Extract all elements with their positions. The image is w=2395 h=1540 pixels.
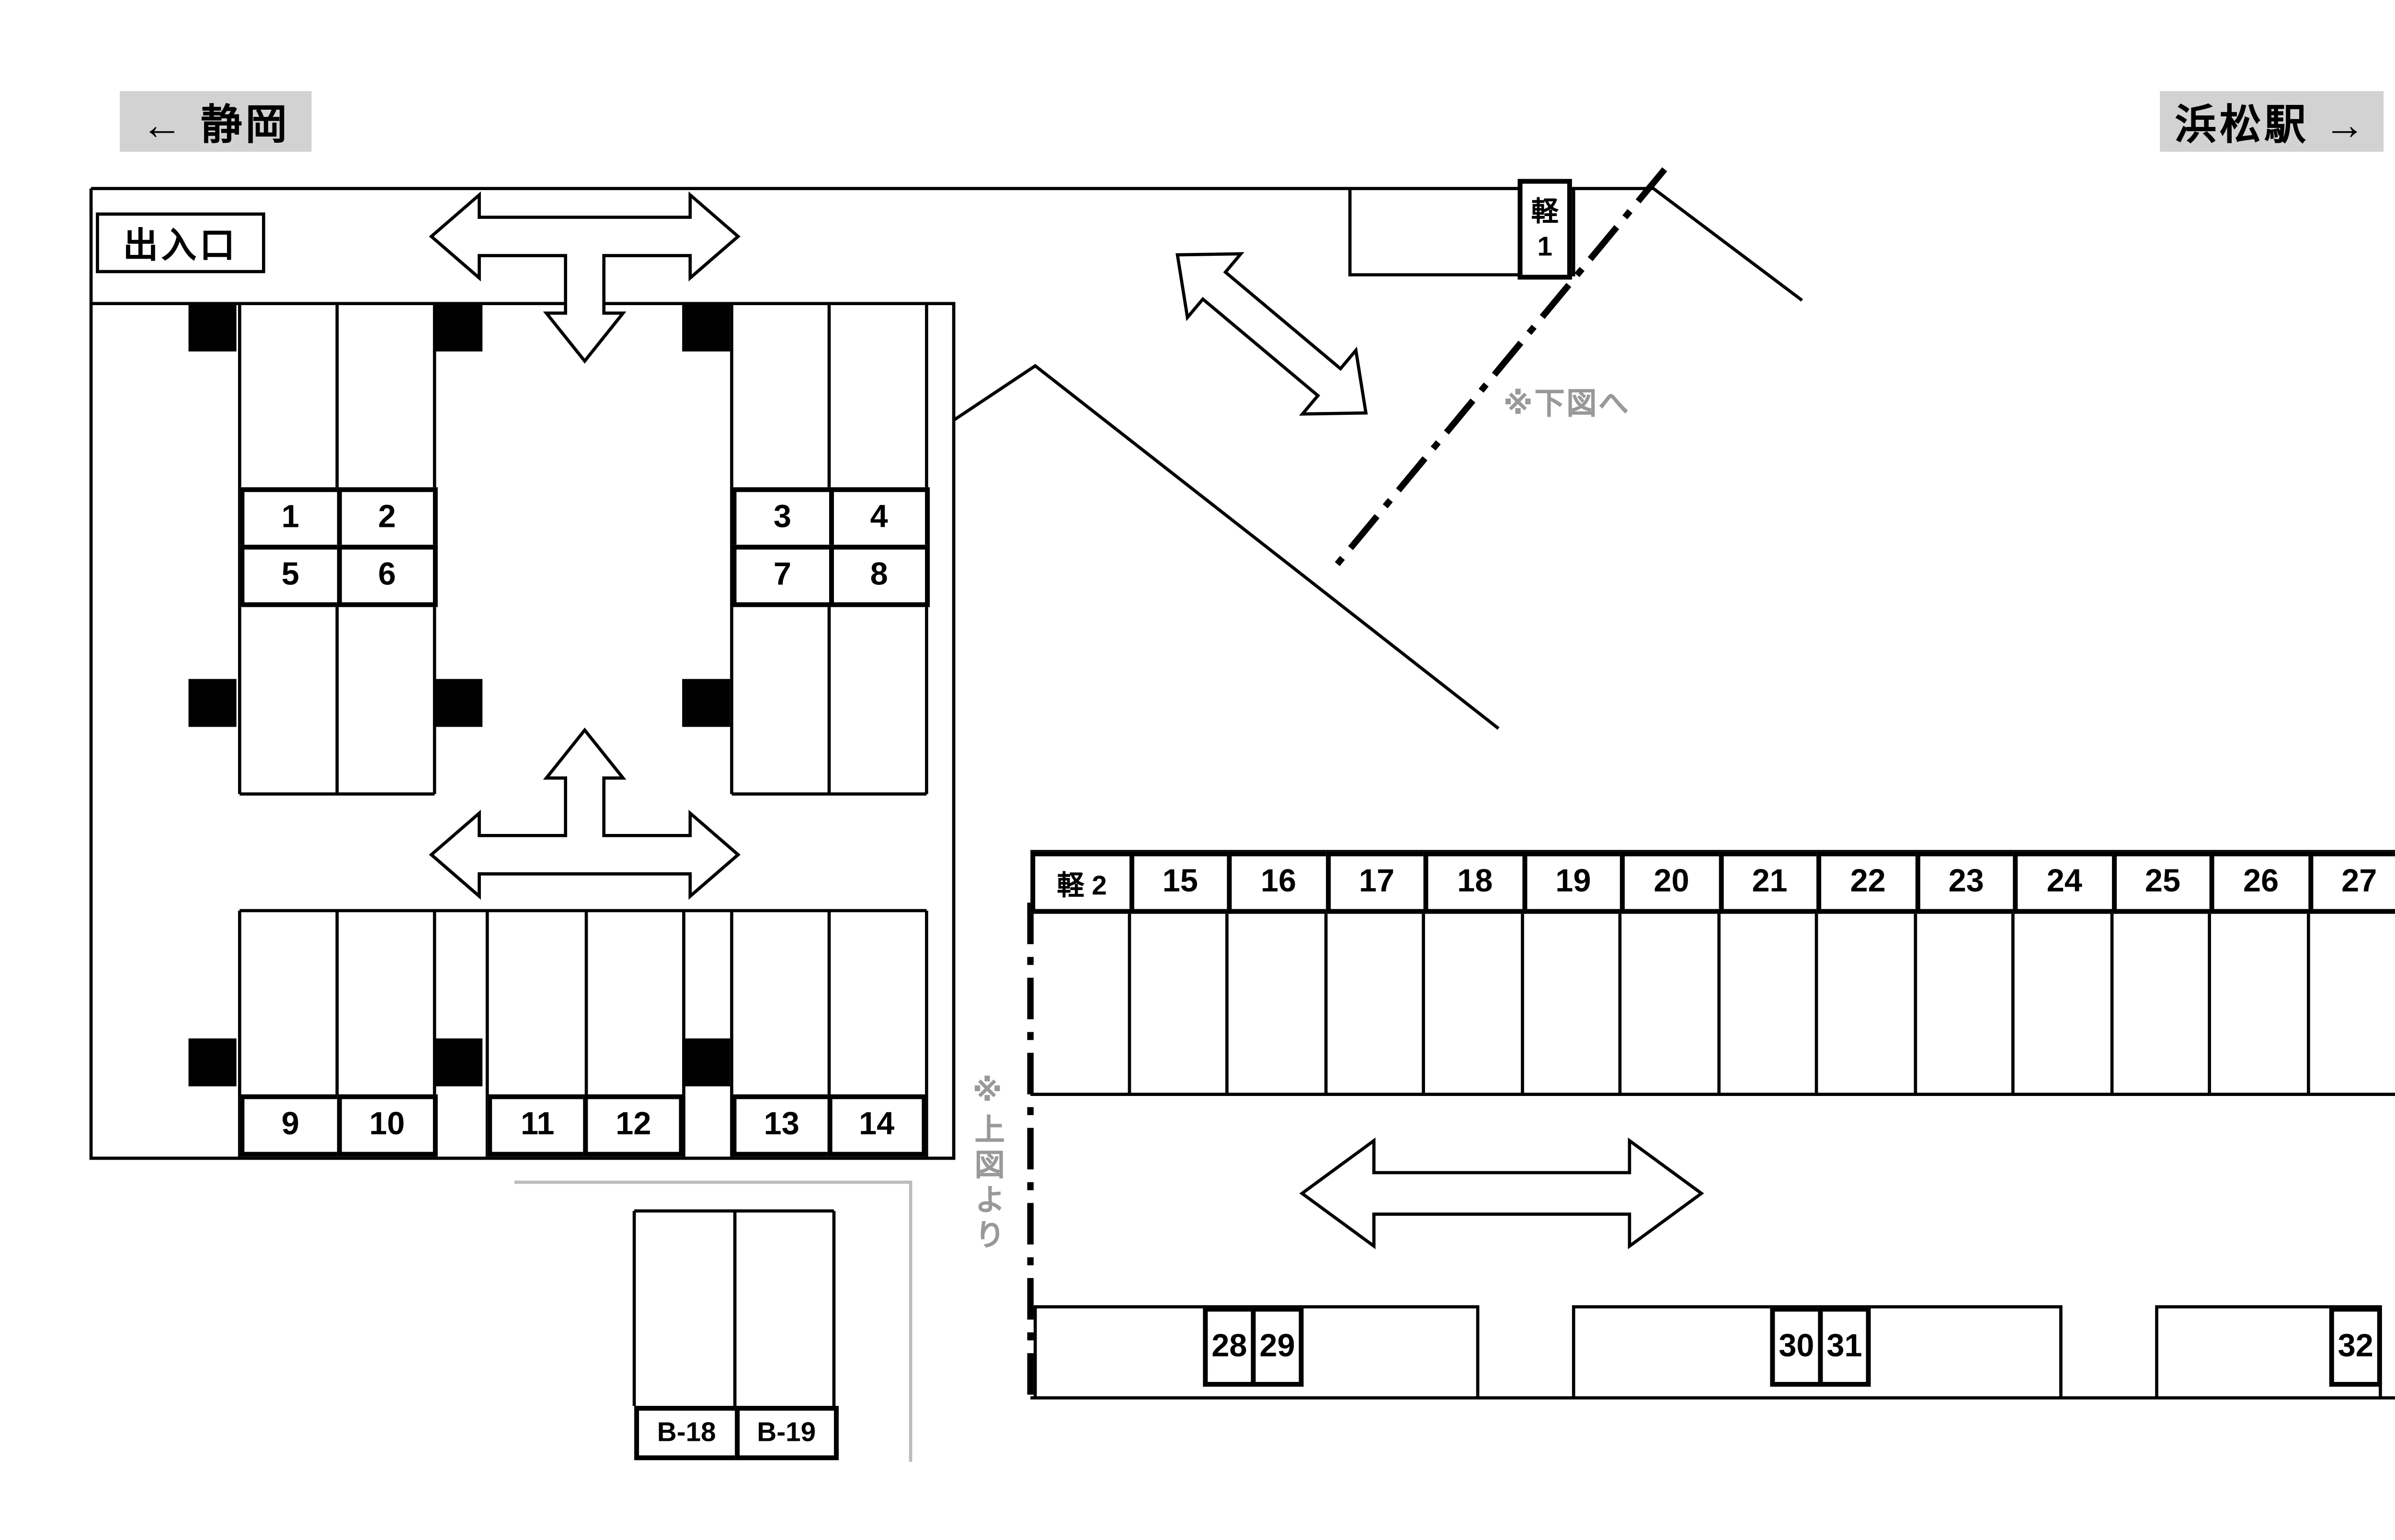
stall-b-19: B-19 — [734, 1405, 839, 1460]
stall-13: 13 — [731, 1094, 832, 1157]
stall-24: 24 — [2013, 851, 2116, 914]
stall-row-kei2-15-27: 軽 2 15 16 17 18 19 20 21 22 23 24 25 26 … — [1030, 851, 2395, 914]
stall-row-3-4: 3 4 — [731, 487, 930, 550]
stall-row-5-6: 5 6 — [240, 545, 438, 607]
stall-1: 1 — [240, 487, 342, 550]
stall-6: 6 — [336, 545, 438, 607]
pillar-squares — [188, 303, 730, 1086]
stall-9: 9 — [240, 1094, 342, 1157]
stall-b-18: B-18 — [634, 1405, 739, 1460]
direction-label-shizuoka: ← 静岡 — [120, 91, 312, 152]
stall-32: 32 — [2329, 1307, 2382, 1387]
stall-8: 8 — [828, 545, 930, 607]
driveway-arrow-diagonal — [1175, 252, 1368, 416]
stall-17: 17 — [1325, 851, 1428, 914]
stall-23: 23 — [1915, 851, 2018, 914]
driveway-arrow-bottom-horizontal — [1299, 1137, 1704, 1250]
diagonal-boundary-line — [953, 364, 1500, 730]
stall-27: 27 — [2307, 851, 2395, 914]
pillar — [682, 1038, 730, 1086]
stall-kei-1-line2: 1 — [1537, 230, 1552, 262]
stall-row-11-12: 11 12 — [487, 1094, 684, 1157]
lower-stall-lines — [238, 909, 928, 1159]
stall-12: 12 — [583, 1094, 684, 1157]
stall-2: 2 — [336, 487, 438, 550]
stall-29: 29 — [1251, 1307, 1304, 1387]
pillar — [434, 303, 483, 352]
note-from-upper-map: ※上図より — [969, 1073, 1004, 1255]
stall-kei-2: 軽 2 — [1030, 851, 1134, 914]
stall-row-13-14: 13 14 — [731, 1094, 927, 1157]
stall-21: 21 — [1718, 851, 1822, 914]
stall-14: 14 — [826, 1094, 927, 1157]
stall-22: 22 — [1816, 851, 1920, 914]
split-line-upper — [1328, 167, 1667, 574]
stall-20: 20 — [1619, 851, 1723, 914]
stall-row-b18-b19: B-18 B-19 — [634, 1405, 839, 1460]
stall-5: 5 — [240, 545, 342, 607]
stall-31: 31 — [1818, 1307, 1871, 1387]
stall-7: 7 — [731, 545, 833, 607]
stall-18: 18 — [1423, 851, 1527, 914]
pillar — [434, 679, 483, 727]
driveway-arrow-middle-threeway — [429, 727, 741, 900]
pillar — [188, 679, 237, 727]
entrance-exit-label: 出入口 — [96, 212, 265, 274]
pillar — [434, 1038, 483, 1086]
b-block-gray-boundary — [514, 1180, 912, 1462]
left-block-outline — [89, 188, 956, 1160]
pillar — [682, 679, 730, 727]
stall-row-9-10: 9 10 — [240, 1094, 438, 1157]
b-block-stall-lines — [632, 1209, 836, 1406]
stall-kei-1: 軽 1 — [1517, 179, 1572, 280]
pillar — [188, 1038, 237, 1086]
stall-26: 26 — [2209, 851, 2313, 914]
stall-25: 25 — [2111, 851, 2214, 914]
stall-row-1-2: 1 2 — [240, 487, 438, 550]
stall-16: 16 — [1227, 851, 1330, 914]
stall-4: 4 — [828, 487, 930, 550]
stall-30: 30 — [1770, 1307, 1823, 1387]
stall-11: 11 — [487, 1094, 588, 1157]
stall-row-7-8: 7 8 — [731, 545, 930, 607]
top-right-stall-outline — [1348, 188, 1575, 276]
top-boundary-line — [91, 187, 1803, 302]
stall-15: 15 — [1129, 851, 1232, 914]
stall-28: 28 — [1203, 1307, 1256, 1387]
stall-row-28-29: 28 29 — [1203, 1307, 1304, 1387]
stall-kei-1-line1: 軽 — [1531, 197, 1559, 228]
pillar — [682, 303, 730, 352]
stall-row-30-31: 30 31 — [1770, 1307, 1871, 1387]
stall-3: 3 — [731, 487, 833, 550]
right-row-stall-dividers — [1128, 911, 2310, 1095]
driveway-arrow-top-threeway — [429, 191, 741, 364]
stall-10: 10 — [336, 1094, 438, 1157]
note-to-lower-map: ※下図へ — [1503, 388, 1631, 422]
direction-label-hamamatsu-station: 浜松駅 → — [2160, 91, 2384, 152]
pillar — [188, 303, 237, 352]
stall-19: 19 — [1521, 851, 1625, 914]
